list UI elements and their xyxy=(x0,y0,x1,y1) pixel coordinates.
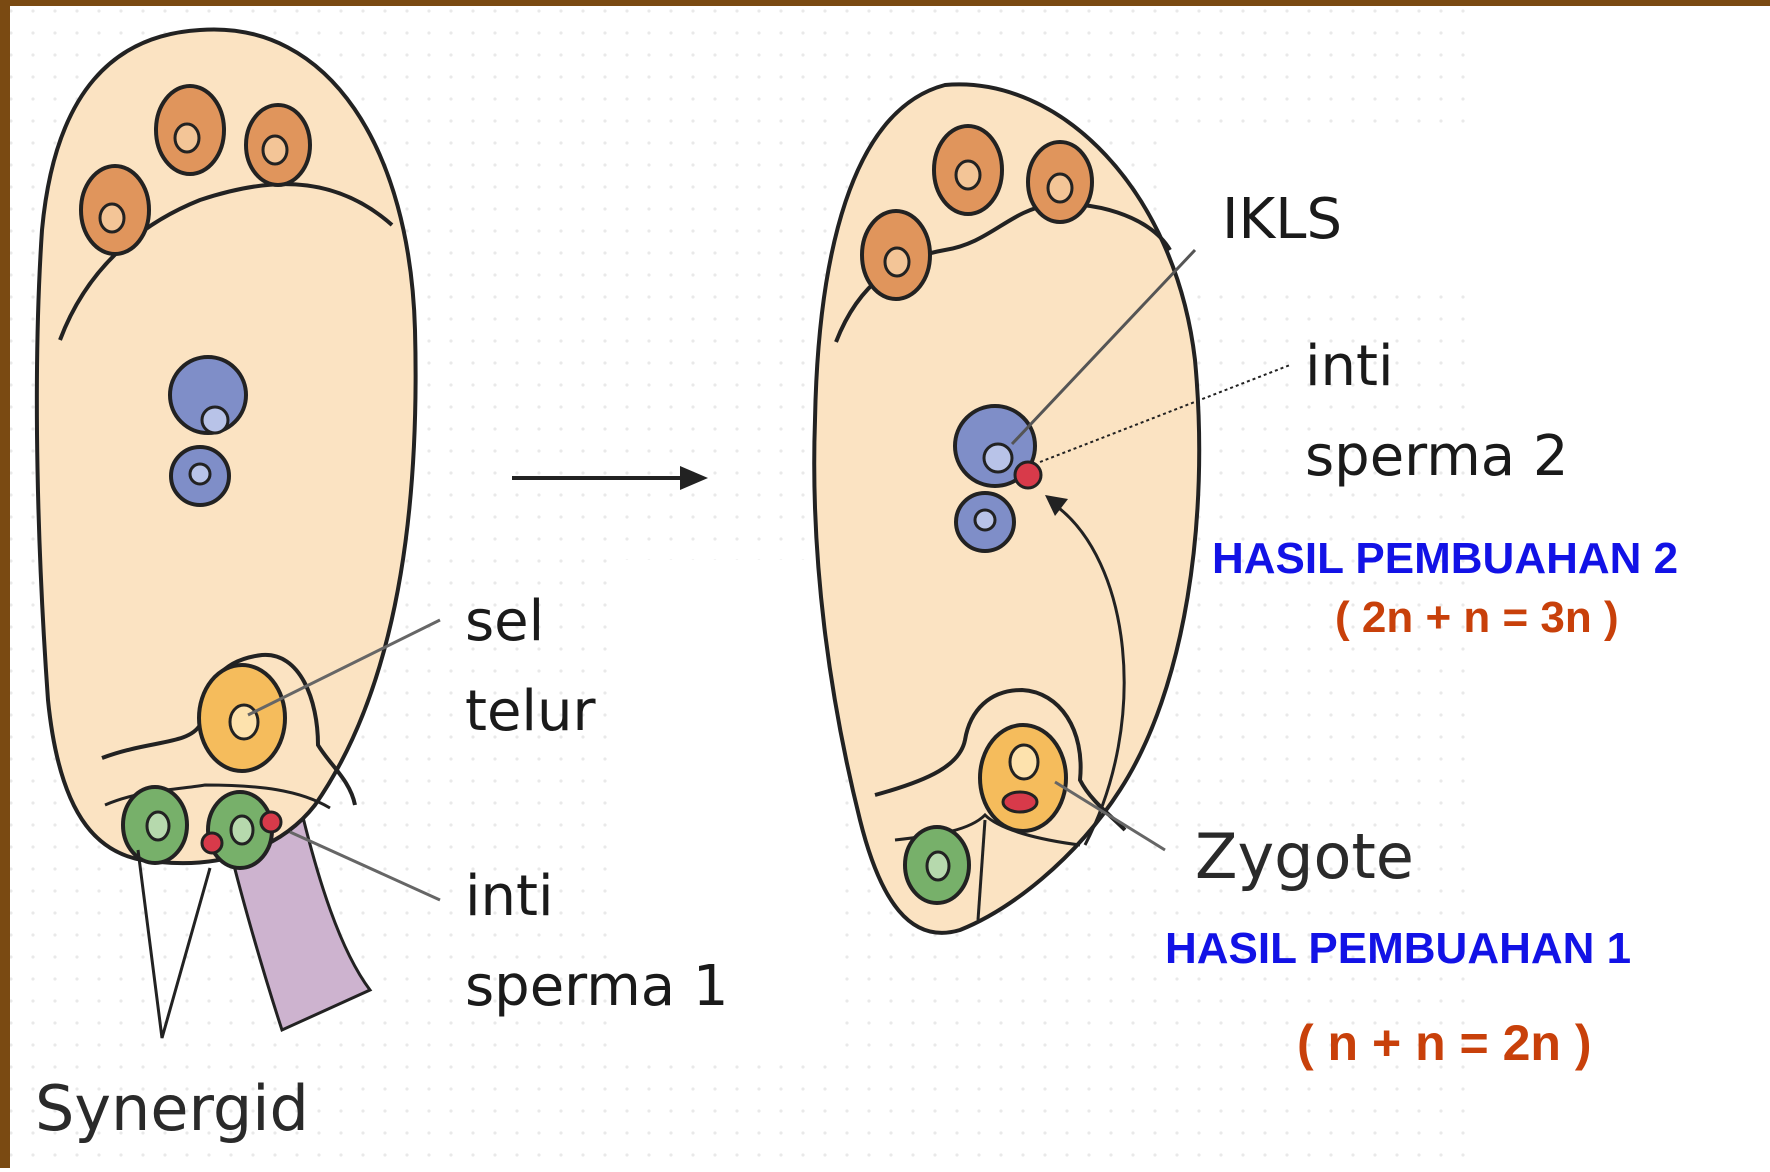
egg-cell xyxy=(199,665,285,771)
label-sperm1-line1: inti xyxy=(465,864,554,929)
synergid-cell-after xyxy=(905,827,969,903)
fertilization2-title: HASIL PEMBUAHAN 2 xyxy=(1212,534,1678,583)
label-sperm1-line2: sperma 1 xyxy=(465,954,729,1019)
label-synergid: Synergid xyxy=(35,1072,309,1145)
label-ikls: IKLS xyxy=(1222,187,1342,252)
label-egg-line2: telur xyxy=(465,679,596,744)
label-egg-line1: sel xyxy=(465,589,544,654)
fertilization1-title: HASIL PEMBUAHAN 1 xyxy=(1165,924,1631,973)
fertilization2-formula: ( 2n + n = 3n ) xyxy=(1335,593,1619,642)
fertilization1-formula: ( n + n = 2n ) xyxy=(1297,1015,1591,1071)
label-zygote: Zygote xyxy=(1195,820,1414,893)
label-sperm2-line1: inti xyxy=(1305,334,1394,399)
sperm2-nucleus xyxy=(1015,462,1041,488)
label-sperm2-line2: sperma 2 xyxy=(1305,424,1569,489)
zygote-cell xyxy=(980,725,1066,831)
